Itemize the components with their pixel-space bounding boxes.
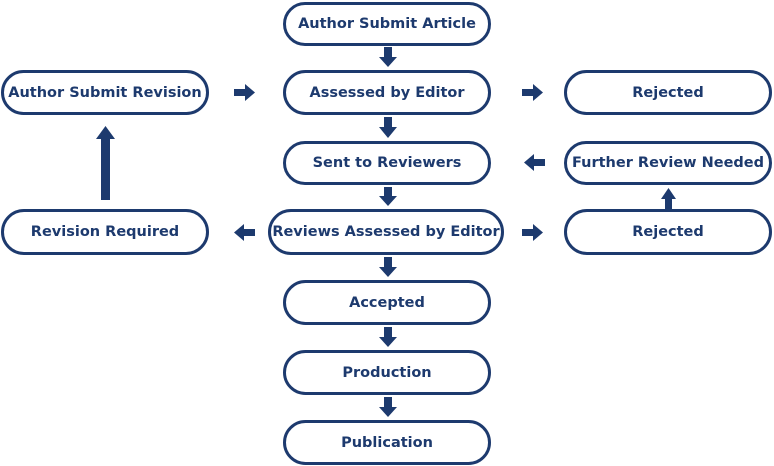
arrow-reviews-to-revision-required (234, 224, 255, 241)
arrow-submit-to-assessed (379, 47, 397, 67)
arrow-revision-to-assessed (234, 84, 255, 101)
arrow-revision-required-to-submit-revision (96, 126, 115, 200)
node-sent-to-reviewers: Sent to Reviewers (283, 141, 491, 185)
arrow-sent-to-reviews (379, 187, 397, 206)
node-revision-required: Revision Required (1, 209, 209, 255)
node-accepted: Accepted (283, 280, 491, 325)
node-assessed-by-editor: Assessed by Editor (283, 70, 491, 115)
node-further-review-needed: Further Review Needed (564, 141, 772, 185)
node-rejected-after-reviews: Rejected (564, 209, 772, 255)
node-publication: Publication (283, 420, 491, 465)
arrow-assessed-to-sent (379, 117, 397, 138)
node-reviews-assessed-by-editor: Reviews Assessed by Editor (268, 209, 504, 255)
arrow-assessed-to-rejected (522, 84, 543, 101)
arrow-reviews-to-rejected (522, 224, 543, 241)
node-author-submit-article: Author Submit Article (283, 2, 491, 46)
arrow-reviews-to-accepted (379, 257, 397, 277)
node-rejected-after-assessment: Rejected (564, 70, 772, 115)
arrow-rejected-to-further-review (661, 188, 676, 209)
arrow-further-review-to-sent (524, 154, 545, 171)
node-author-submit-revision: Author Submit Revision (1, 70, 209, 115)
arrow-production-to-publication (379, 397, 397, 417)
node-production: Production (283, 350, 491, 395)
arrow-accepted-to-production (379, 327, 397, 347)
